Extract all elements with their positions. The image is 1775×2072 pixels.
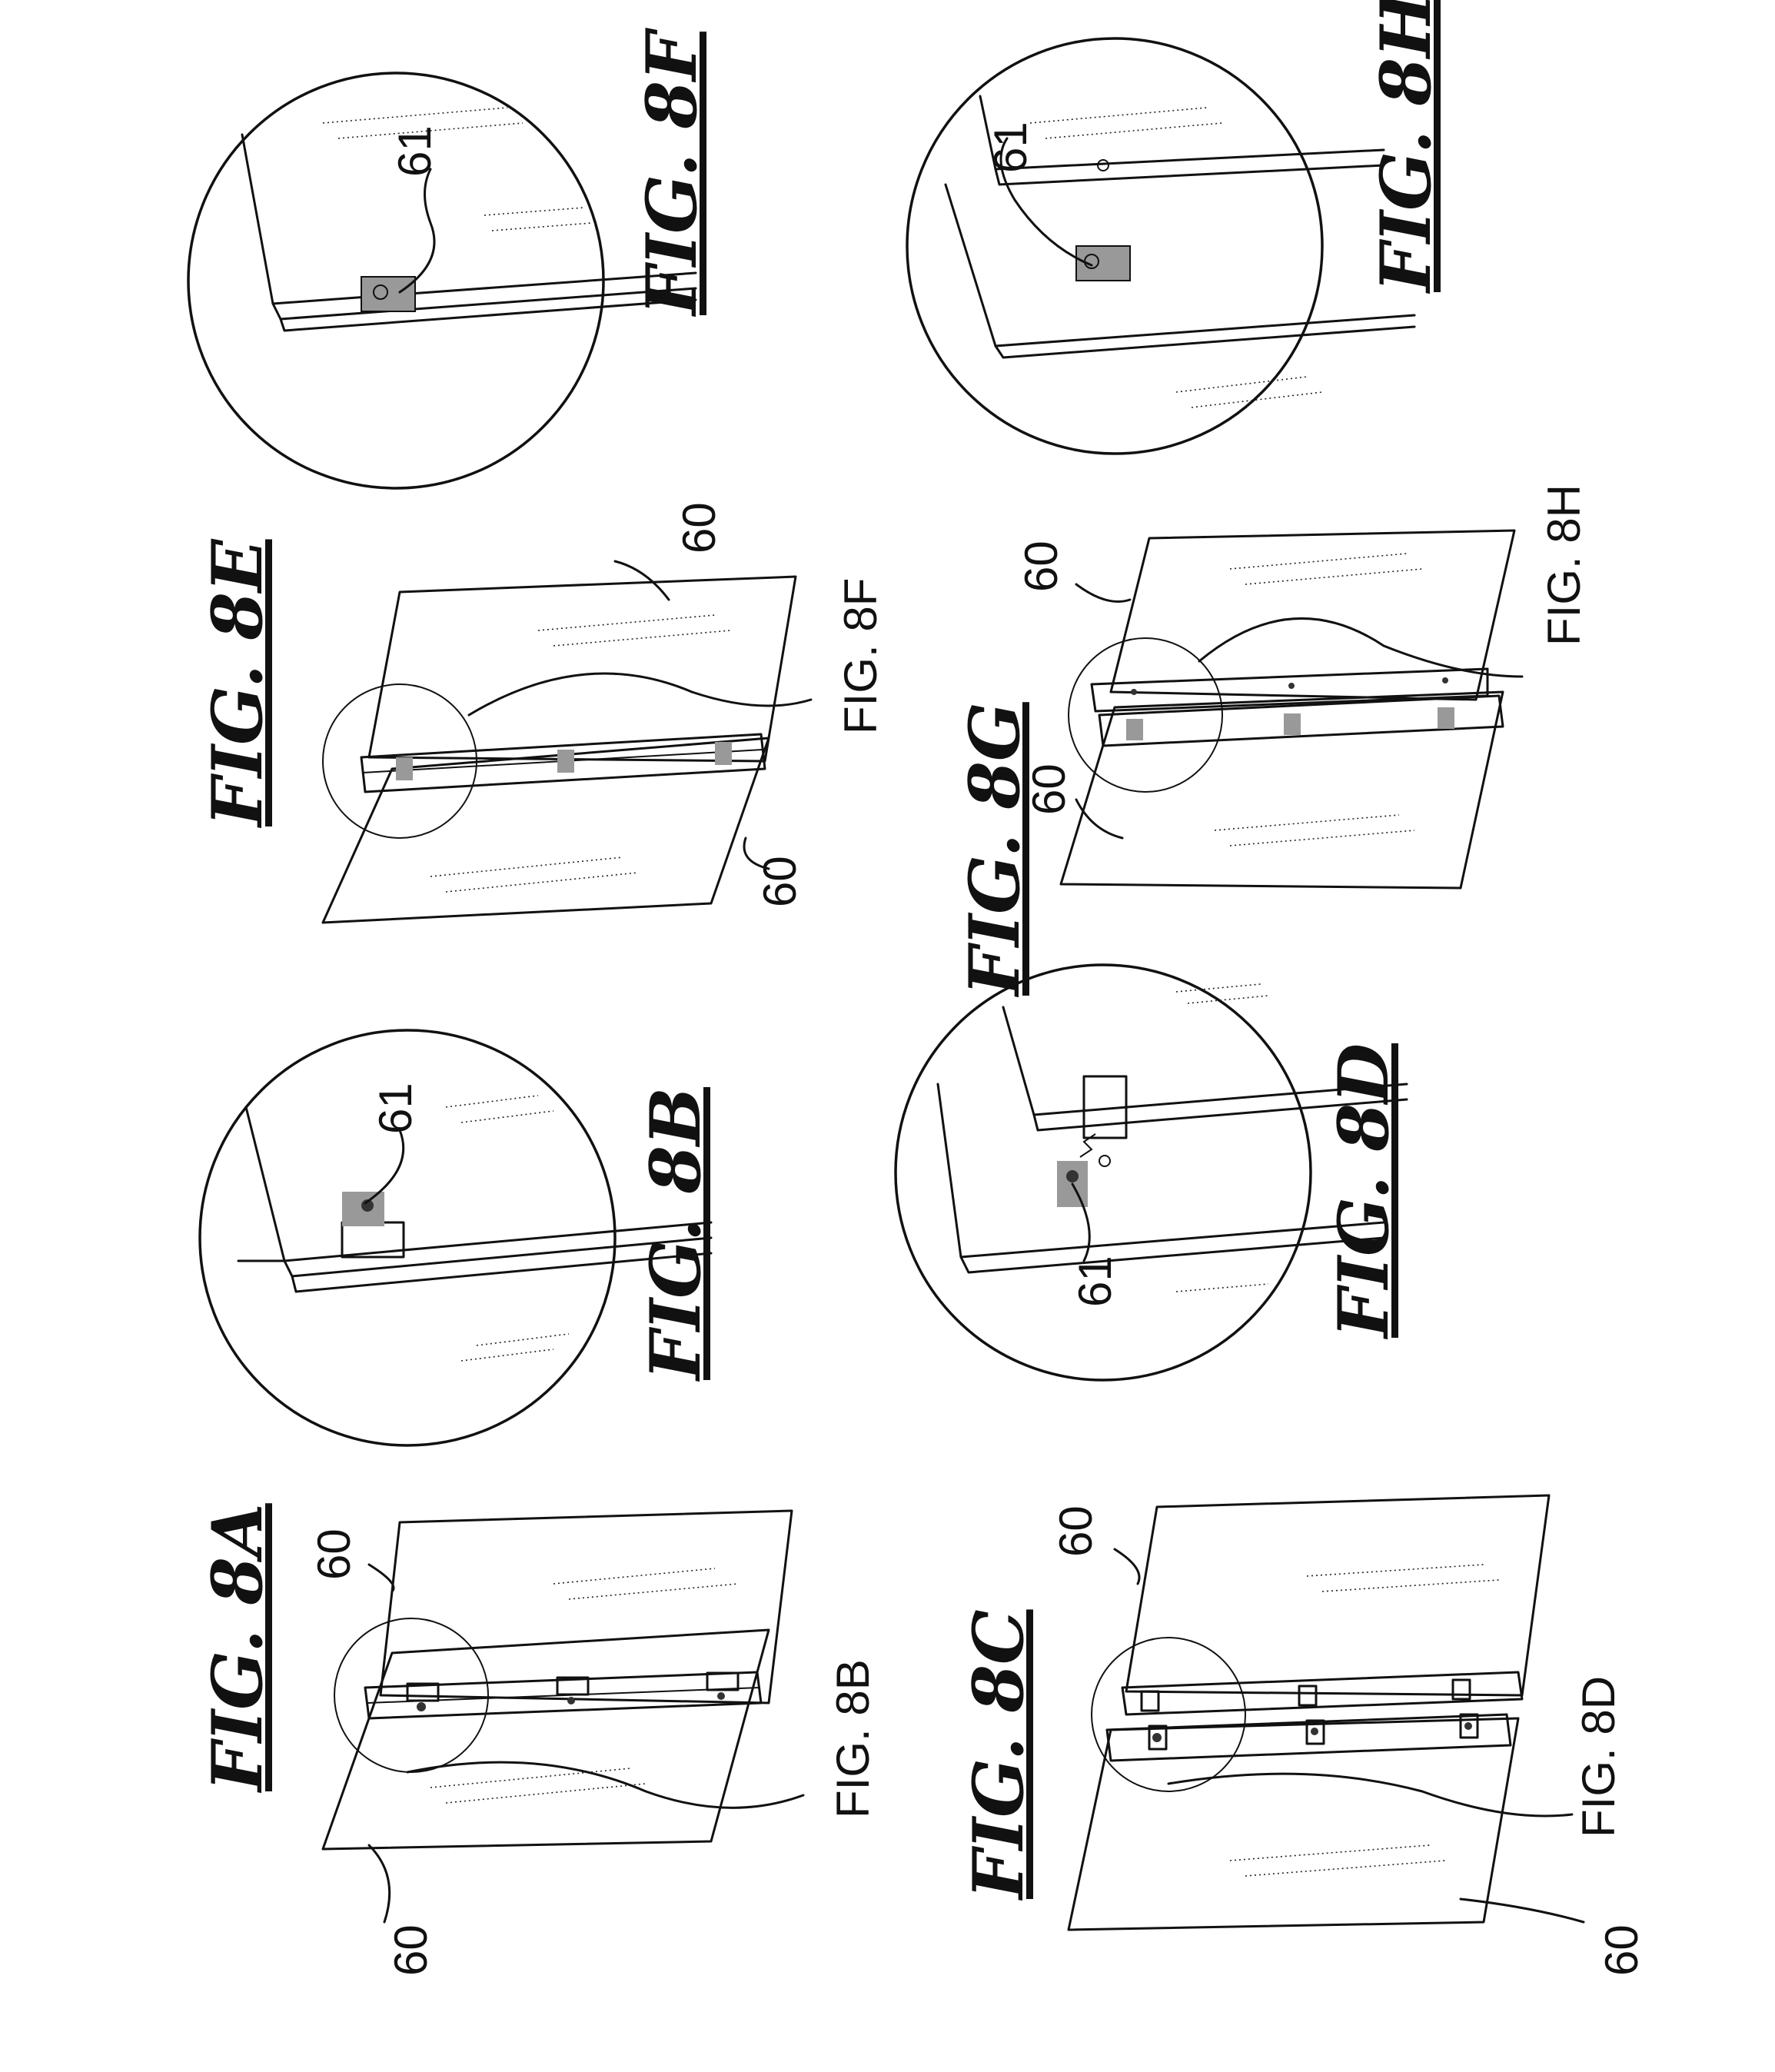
fig-8b-title: FIG. 8B xyxy=(635,1087,716,1382)
ref-60: 60 xyxy=(1050,1505,1102,1557)
fig-8e-title: FIG. 8E xyxy=(197,538,278,829)
detail-circle xyxy=(1092,1638,1245,1791)
panel-60-left xyxy=(1069,1718,1518,1930)
fig-8a: FIG. 8A FIG. 8B 60 60 xyxy=(197,1503,879,1976)
ref-61: 61 xyxy=(1069,1256,1121,1307)
fig-8f: 61 FIG. 8F xyxy=(188,27,713,488)
ref-60: 60 xyxy=(308,1528,360,1580)
fig-8d: 61 FIG. 8D xyxy=(896,965,1407,1380)
fig-8b: 61 FIG. 8B xyxy=(200,1030,716,1445)
fig-8a-title: FIG. 8A xyxy=(197,1503,278,1794)
fig-8h: 61 FIG. 8H xyxy=(907,0,1447,454)
ref-60: 60 xyxy=(673,502,725,554)
panel-60-right xyxy=(1111,530,1514,700)
callout-line xyxy=(407,1762,803,1808)
fig-8e: FIG. 8E FIG. 8F 60 60 xyxy=(197,502,886,923)
panel-60-left xyxy=(323,738,769,923)
fig-8c-title: FIG. 8C xyxy=(958,1609,1039,1901)
ref-60: 60 xyxy=(754,856,806,907)
fig-8h-title: FIG. 8H xyxy=(1365,0,1447,294)
ref-60: 60 xyxy=(1596,1924,1647,1976)
callout-fig-8h: FIG. 8H xyxy=(1538,484,1590,646)
ref-60: 60 xyxy=(385,1924,437,1976)
fig-8g-title: FIG. 8G xyxy=(954,702,1035,998)
ref-60: 60 xyxy=(1015,540,1067,592)
detail-circle xyxy=(896,965,1311,1380)
fig-8d-title: FIG. 8D xyxy=(1323,1043,1404,1340)
fig-8g: FIG. 8G FIG. 8H 60 60 xyxy=(954,484,1590,998)
panel-60-left xyxy=(323,1630,769,1849)
panel-60-right xyxy=(369,577,796,761)
panel-60-right xyxy=(1126,1495,1549,1695)
ref-61: 61 xyxy=(389,125,440,177)
ref-61: 61 xyxy=(370,1083,421,1134)
clip xyxy=(361,277,415,311)
ref-61: 61 xyxy=(985,121,1036,173)
ref-60: 60 xyxy=(1023,763,1075,815)
fig-8f-title: FIG. 8F xyxy=(631,27,713,318)
callout-fig-8b: FIG. 8B xyxy=(827,1659,879,1818)
fig-8c: FIG. 8C FIG. 8D 60 60 xyxy=(958,1495,1647,1976)
callout-fig-8f: FIG. 8F xyxy=(835,578,886,734)
clip xyxy=(1142,1680,1478,1749)
callout-fig-8d: FIG. 8D xyxy=(1573,1676,1624,1838)
